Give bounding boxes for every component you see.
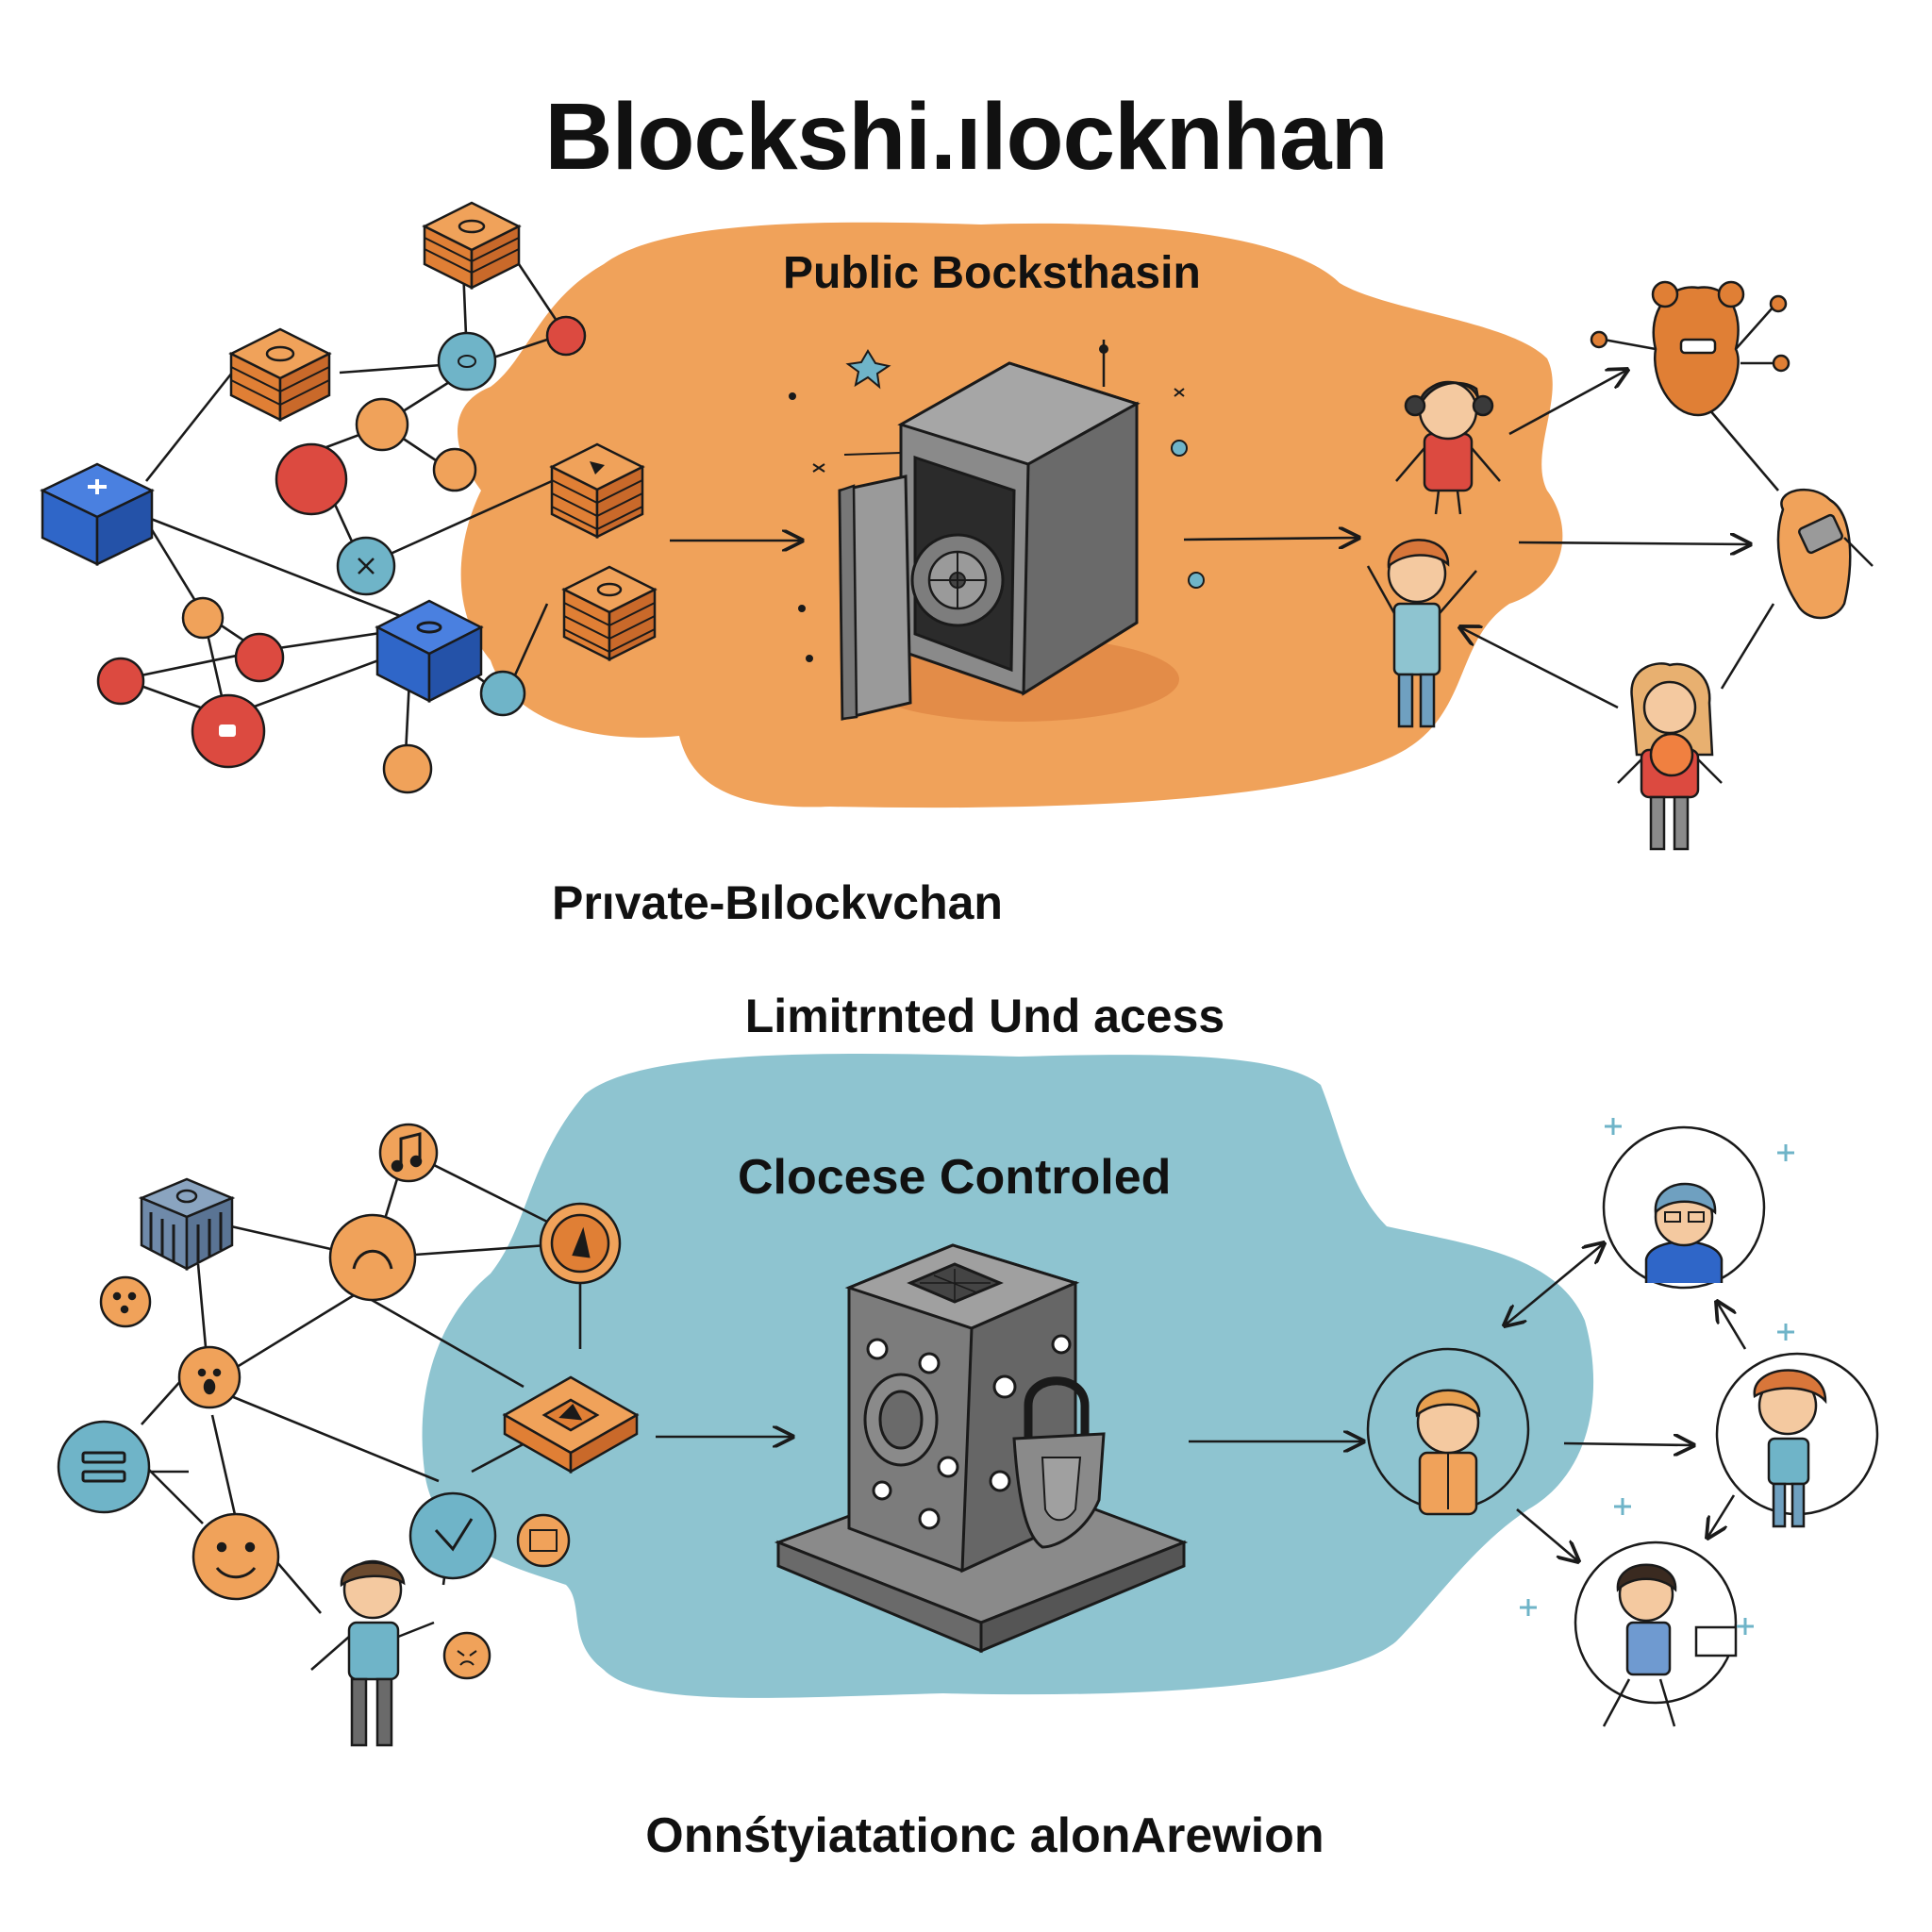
blue-cube-center xyxy=(375,599,484,704)
diagram-title: Blockshi.ılocknhan xyxy=(544,84,1388,190)
open-safe-icon xyxy=(838,340,1179,722)
avatar-circle-glasses xyxy=(1602,1125,1766,1290)
person-glasses-left xyxy=(310,1559,435,1747)
private-sparkles xyxy=(1520,1118,1794,1635)
limited-access-label: Limitrnted Und acess xyxy=(744,990,1225,1042)
public-nodes xyxy=(96,315,587,794)
bank-building-icon xyxy=(138,1177,236,1272)
blue-cube-left xyxy=(40,462,155,566)
music-note-icon xyxy=(399,1132,422,1165)
public-arrows-right xyxy=(1183,370,1779,709)
public-sparkles xyxy=(789,349,1205,662)
person-boy-cheering xyxy=(1366,539,1477,728)
stacked-block-left xyxy=(228,327,332,423)
avatar-circle-suit xyxy=(1366,1347,1530,1516)
padlock-icon xyxy=(1012,1376,1106,1549)
avatar-circle-running xyxy=(1574,1541,1738,1727)
stacked-block-mid xyxy=(549,442,645,540)
private-nodes xyxy=(57,1123,622,1680)
orange-tile-block xyxy=(502,1375,640,1474)
avatar-circle-curly xyxy=(1715,1352,1879,1528)
person-girl-red xyxy=(1395,380,1501,515)
person-long-hair xyxy=(1617,662,1723,851)
monster-character xyxy=(1590,280,1790,417)
closed-controlled-label: Clocese Controled xyxy=(738,1150,1172,1205)
footer-label: Onnśtyiatationc alonArewion xyxy=(645,1808,1324,1863)
public-blockchain-label: Public Bocksthasin xyxy=(783,248,1201,298)
stacked-block-low xyxy=(561,565,658,662)
private-blockchain-label: Prıvate-Bılockvchan xyxy=(552,876,1003,929)
private-arrows-right xyxy=(1505,1243,1747,1561)
stacked-block-top xyxy=(422,201,522,291)
creature-orange-right xyxy=(1776,488,1874,620)
